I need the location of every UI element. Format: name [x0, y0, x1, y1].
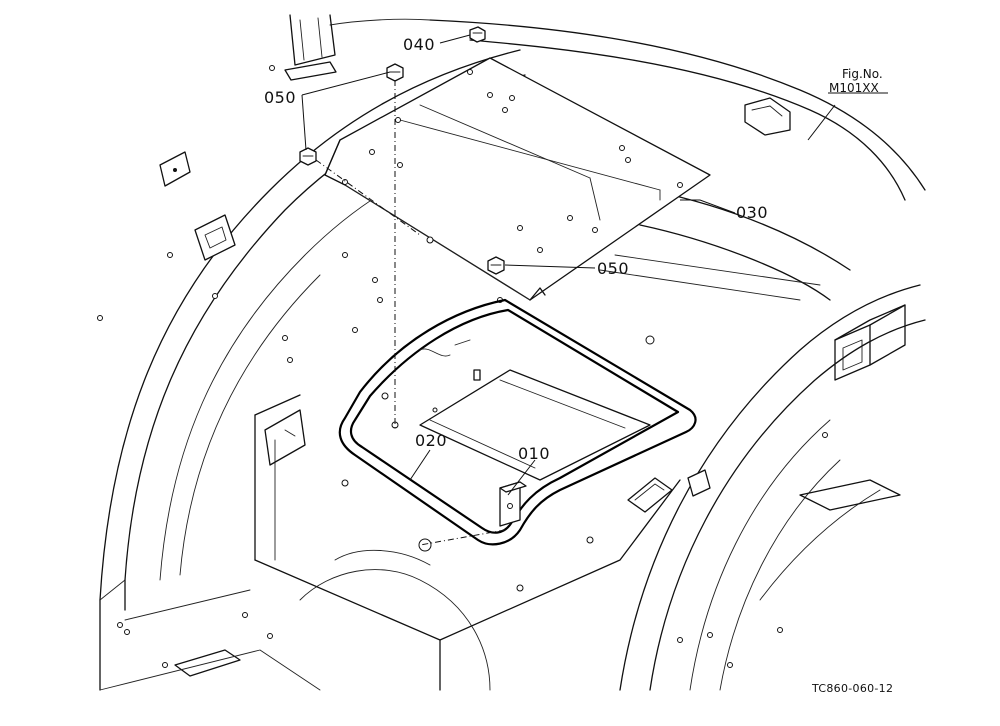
- part-label-010: 010: [518, 444, 550, 463]
- leader-lines: [301, 34, 888, 496]
- part-label-030: 030: [736, 203, 768, 222]
- part-020-seal: [338, 298, 697, 546]
- part-050-bolts: [299, 63, 505, 275]
- part-030-cover-plate: [324, 57, 711, 301]
- part-label-020: 020: [415, 431, 447, 450]
- part-010-bracket: [499, 481, 527, 527]
- part-040-bolt: [469, 26, 486, 43]
- part-label-050-top: 050: [264, 88, 296, 107]
- assembly-lines: [315, 80, 506, 546]
- drawing-code: TC860-060-12: [811, 682, 893, 695]
- part-label-040: 040: [403, 35, 435, 54]
- part-label-050-right: 050: [597, 259, 629, 278]
- figure-number: M101XX: [829, 81, 879, 95]
- figure-label: Fig.No.: [842, 67, 883, 81]
- cab-frame: [97, 14, 926, 691]
